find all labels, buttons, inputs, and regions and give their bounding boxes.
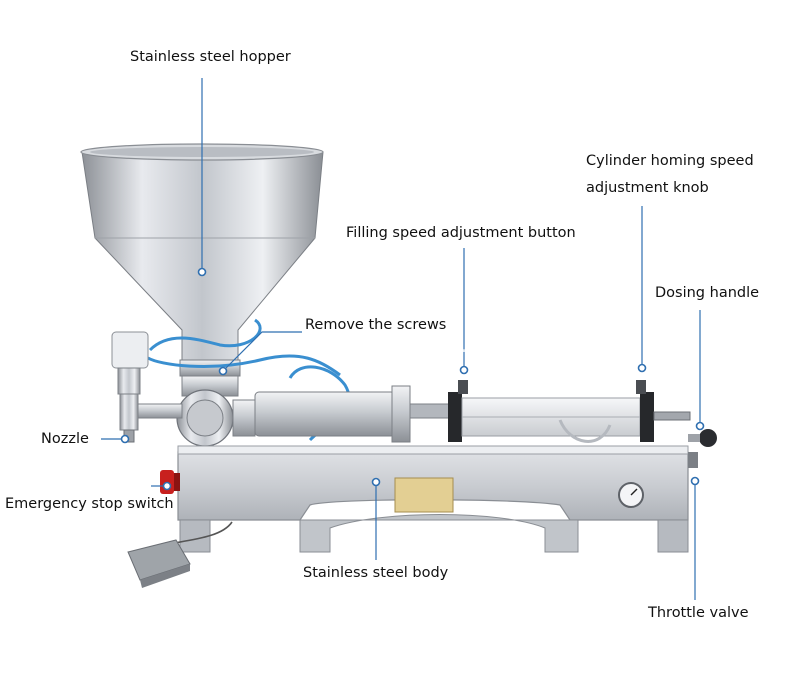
label-throttle-valve: Throttle valve	[648, 605, 749, 621]
label-dosing-handle: Dosing handle	[655, 285, 760, 301]
pressure-gauge	[618, 482, 644, 508]
label-stainless-steel-body: Stainless steel body	[303, 565, 449, 581]
label-nozzle: Nozzle	[41, 431, 89, 447]
foot-pedal	[127, 521, 233, 588]
watermark: lhsxd.en.alibaba.com	[280, 333, 514, 357]
callout-dots	[120, 267, 705, 491]
nozzle-assembly	[111, 331, 183, 443]
throttle-fitting	[688, 452, 698, 468]
dosing-handle	[688, 429, 717, 447]
pump-cylinder	[254, 385, 451, 443]
rotary-valve	[176, 375, 256, 447]
leader-lines	[101, 78, 701, 600]
label-remove-the-screws: Remove the screws	[305, 317, 447, 333]
control-plate	[394, 477, 454, 513]
label-cylinder-homing-speed-line1: Cylinder homing speed	[586, 153, 754, 169]
air-cylinder	[448, 380, 691, 443]
label-filling-speed-adjustment: Filling speed adjustment button	[346, 225, 576, 241]
emergency-stop-button	[160, 470, 180, 494]
label-emergency-stop-switch: Emergency stop switch	[5, 496, 174, 512]
label-stainless-steel-hopper: Stainless steel hopper	[130, 49, 291, 65]
label-cylinder-homing-speed-line2: adjustment knob	[586, 180, 709, 196]
